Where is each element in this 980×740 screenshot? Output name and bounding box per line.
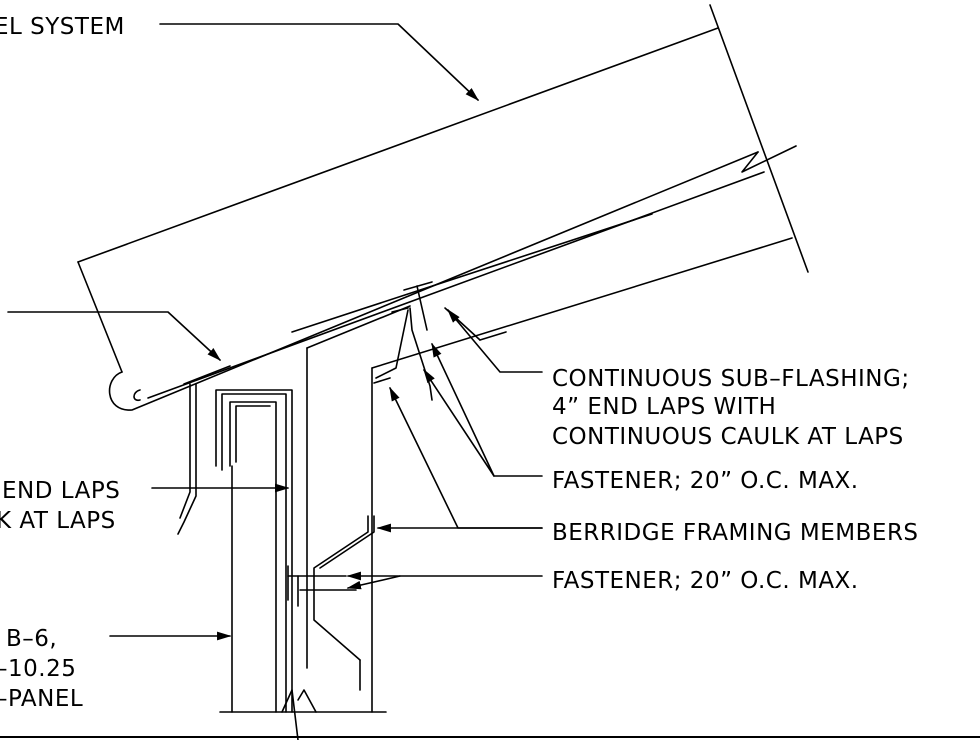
label-left-end-laps-1: END LAPS [2,478,120,504]
label-framing-members: BERRIDGE FRAMING MEMBERS [552,520,919,546]
framing-fasteners [287,565,357,607]
framing-members [313,515,375,691]
leader-lines [7,23,543,641]
label-fastener-bottom: FASTENER; 20” O.C. MAX. [552,568,859,594]
label-left-panel-3: –PANEL [0,686,83,712]
label-sub-flashing-2: 4” END LAPS WITH [552,394,776,420]
roof-panel [77,4,809,373]
wall-panel [215,389,387,740]
label-left-panel-1: B–6, [6,626,57,652]
left-trim [177,383,197,535]
label-sub-flashing-3: CONTINUOUS CAULK AT LAPS [552,424,904,450]
label-left-end-laps-2: K AT LAPS [0,508,116,534]
ridge-fastener [373,281,433,401]
label-fastener-top: FASTENER; 20” O.C. MAX. [552,468,859,494]
roof-panel-hem [108,145,797,411]
label-sub-flashing-1: CONTINUOUS SUB–FLASHING; [552,366,910,392]
label-panel-system: EL SYSTEM [0,14,125,40]
label-left-panel-2: –10.25 [0,656,76,682]
